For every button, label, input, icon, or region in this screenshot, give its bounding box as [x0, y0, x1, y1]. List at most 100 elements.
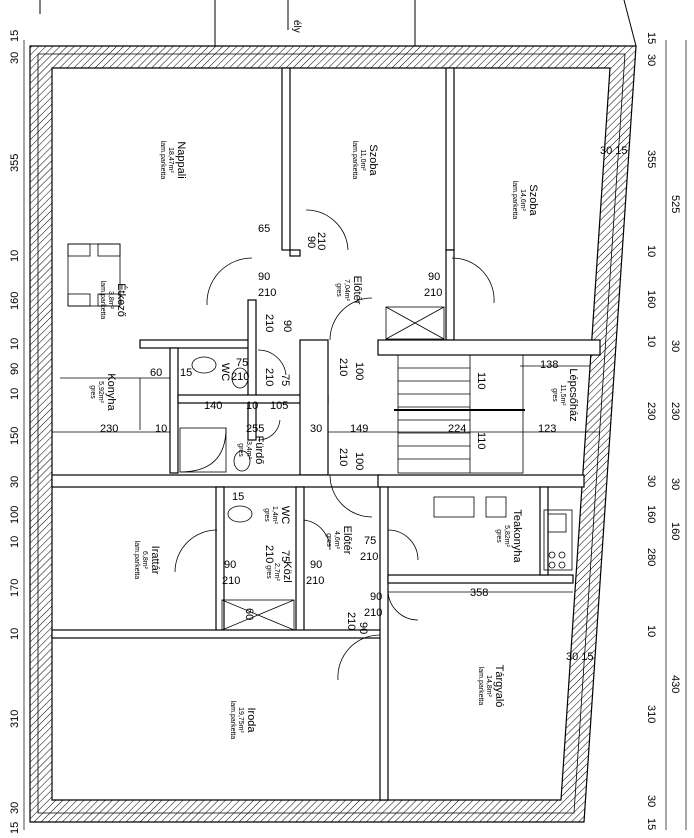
- room-area: 18,47m²: [167, 147, 174, 173]
- room-floor: gres: [335, 283, 342, 297]
- dim-210: 210: [424, 287, 442, 299]
- room-szoba-1: Szoba 11,0m² lam.parketta: [351, 141, 379, 180]
- room-konyha: Konyha 5,92m² gres: [89, 373, 117, 411]
- dim-label: 30: [9, 802, 21, 814]
- dim-label: 30: [669, 478, 681, 490]
- dim-label: 230: [645, 402, 657, 420]
- dim-label: 310: [9, 710, 21, 728]
- room-name: Szoba: [367, 144, 379, 176]
- dim-10: 10: [246, 400, 258, 412]
- room-floor: lam.parketta: [351, 141, 358, 180]
- room-area: 3,4m²: [245, 441, 252, 460]
- dim-60-v: 60: [243, 608, 255, 620]
- dim-wall-30-15: 30 15: [600, 145, 628, 157]
- room-irattar: Irattár 6,8m² lam.parketta: [133, 541, 161, 580]
- room-teakonyha: Teakonyha 5,82m² gres: [495, 509, 523, 563]
- dim-label: 10: [645, 335, 657, 347]
- dim-149: 149: [350, 423, 368, 435]
- room-furdo: Fürdő 3,4m² gres: [237, 436, 265, 465]
- dim-210: 210: [364, 607, 382, 619]
- dim-label: 100: [9, 506, 21, 524]
- room-name: Teakonyha: [511, 509, 523, 563]
- room-name: Étkező: [115, 283, 128, 317]
- room-floor: gres: [265, 565, 272, 579]
- dim-90: 90: [258, 271, 270, 283]
- room-name: Nappali: [175, 141, 187, 178]
- interior-dimension-labels: 65 90 210 90 210 90 210 210 90 60 15 75 …: [100, 145, 628, 663]
- dim-label: 15: [645, 32, 657, 44]
- dim-75: 75: [364, 535, 376, 547]
- room-name: Konyha: [105, 373, 117, 411]
- room-name: Előtér: [351, 276, 363, 305]
- outer-wall: [29, 45, 637, 823]
- room-etkezo: Étkező 3,8m² lam.parketta: [99, 281, 128, 320]
- dim-label: 15: [9, 30, 21, 42]
- dim-210: 210: [222, 575, 240, 587]
- room-area: 11,0m²: [359, 149, 366, 171]
- dim-label: 30: [9, 52, 21, 64]
- outer-wall-inner-line: [37, 53, 626, 814]
- dim-210-v: 210: [337, 358, 349, 376]
- dim-label: 355: [645, 150, 657, 168]
- room-name: Előtér: [341, 526, 353, 555]
- room-kozl: Közl 2,7m² gres: [265, 561, 293, 582]
- room-floor: gres: [263, 508, 270, 522]
- dim-210-v: 210: [345, 612, 357, 630]
- dim-90-v: 90: [305, 236, 317, 248]
- dim-90: 90: [224, 559, 236, 571]
- dim-75-v: 75: [279, 374, 291, 386]
- room-floor: gres: [237, 443, 244, 457]
- dim-label: 30: [645, 795, 657, 807]
- dim-label: 160: [9, 292, 21, 310]
- room-floor: gres: [89, 385, 96, 399]
- dim-210-v: 210: [315, 232, 327, 250]
- door-swings: [174, 209, 495, 681]
- dim-210-v: 210: [263, 368, 275, 386]
- room-eloter-2: Előtér 4,6m² gres: [325, 526, 353, 555]
- dim-210: 210: [231, 371, 249, 383]
- dim-label: 10: [9, 338, 21, 350]
- top-context-lines: [39, 0, 637, 47]
- left-dimension-labels: 15 30 355 10 160 10 90 10 150 30 100 10 …: [9, 30, 21, 834]
- far-right-dimension-labels: 525 30 230 30 160: [669, 195, 681, 540]
- dim-210-v: 210: [337, 448, 349, 466]
- dim-label: 10: [645, 625, 657, 637]
- room-name: WC: [219, 363, 231, 381]
- room-area: 3,8m²: [107, 291, 114, 310]
- room-area: 14,6m²: [519, 189, 526, 211]
- dim-10: 10: [155, 423, 167, 435]
- dim-224: 224: [448, 423, 466, 435]
- dim-90: 90: [310, 559, 322, 571]
- dim-210: 210: [258, 287, 276, 299]
- dim-210-v: 210: [263, 314, 275, 332]
- dim-90-v: 90: [357, 622, 369, 634]
- dim-label: 160: [645, 505, 657, 523]
- dim-label: 355: [9, 154, 21, 172]
- room-floor: lam.parketta: [477, 667, 484, 706]
- dim-label: 30: [645, 475, 657, 487]
- stairs: [394, 354, 525, 474]
- dim-90-v: 90: [281, 320, 293, 332]
- dim-100-v: 100: [353, 362, 365, 380]
- room-area: 7,04m²: [343, 279, 350, 301]
- room-area: 5,92m²: [97, 381, 104, 403]
- room-name: Lépcsőház: [567, 368, 579, 421]
- room-floor: gres: [495, 529, 502, 543]
- dim-15: 15: [180, 367, 192, 379]
- dim-label: 525: [669, 195, 681, 213]
- dim-230: 230: [100, 423, 118, 435]
- dim-140: 140: [204, 400, 222, 412]
- room-wc-2: WC 1,4m² gres: [263, 506, 291, 525]
- room-floor: lam.parketta: [229, 701, 236, 740]
- dim-label: 150: [9, 427, 21, 445]
- dim-210: 210: [306, 575, 324, 587]
- room-floor: lam.parketta: [99, 281, 106, 320]
- dim-358: 358: [470, 587, 488, 599]
- shaft-symbols: [221, 306, 445, 631]
- dim-label: 30: [669, 340, 681, 352]
- dimension-lines: [23, 40, 687, 830]
- dim-30: 30: [310, 423, 322, 435]
- room-name: Fürdő: [253, 436, 265, 465]
- dim-label: 10: [9, 250, 21, 262]
